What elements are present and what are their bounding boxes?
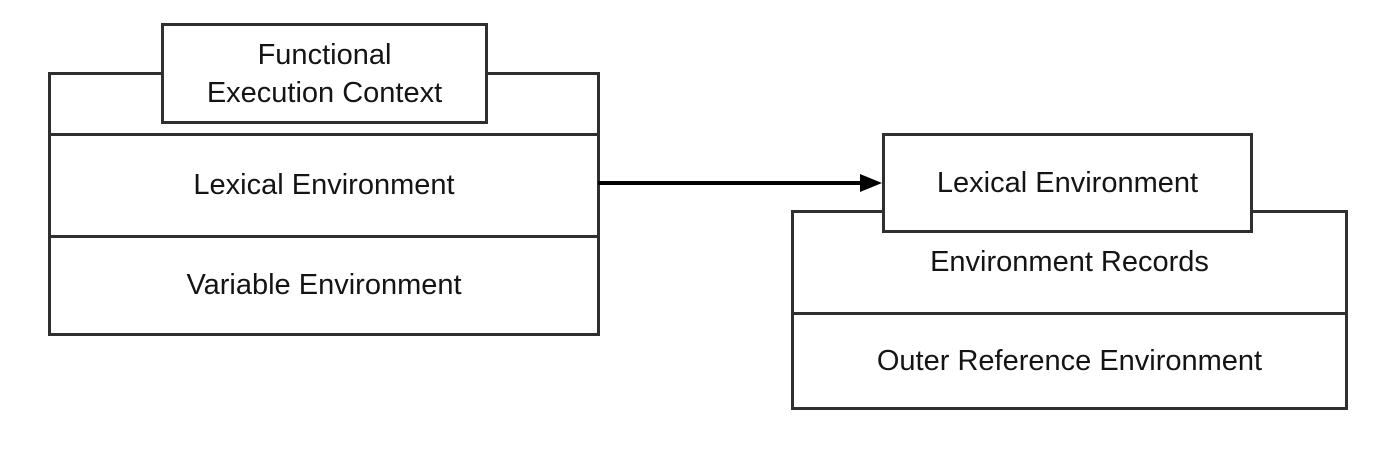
arrow-head [860, 174, 882, 192]
outer-reference-environment-row: Outer Reference Environment [794, 312, 1345, 407]
lexical-environment-label: Lexical Environment [193, 169, 455, 201]
fec-title-line-2: Execution Context [206, 76, 443, 109]
environment-records-label: Environment Records [930, 246, 1209, 278]
lexical-environment-stack: Environment Records Outer Reference Envi… [791, 210, 1348, 410]
lexical-environment-title-box: Lexical Environment [882, 133, 1253, 233]
environment-records-row: Environment Records [794, 213, 1345, 312]
lexical-environment-row: Lexical Environment [51, 133, 597, 235]
variable-environment-label: Variable Environment [186, 269, 462, 301]
outer-reference-environment-label: Outer Reference Environment [876, 344, 1263, 377]
fec-title-line-1: Functional [257, 38, 392, 71]
right-lexical-environment-label: Lexical Environment [936, 166, 1199, 199]
variable-environment-row: Variable Environment [51, 235, 597, 333]
arrow [598, 174, 882, 192]
functional-execution-context-title-box: Functional Execution Context [161, 23, 488, 124]
